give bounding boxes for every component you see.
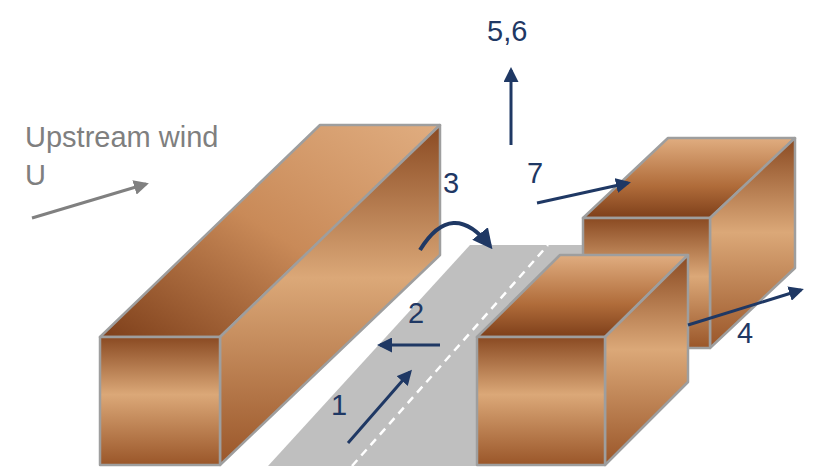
callout-number: 2 [408, 298, 424, 330]
wind-label: Upstream wind [25, 122, 218, 154]
flow-arrow-3 [420, 223, 490, 250]
flow-arrow-1 [348, 372, 410, 443]
callout-number: 7 [527, 158, 543, 190]
callout-number: 5,6 [487, 16, 527, 48]
wind-symbol: U [25, 160, 46, 192]
near-right-building [477, 255, 688, 465]
wind-arrow [32, 184, 146, 218]
flow-arrow-5-6 [510, 70, 513, 145]
callout-number: 3 [443, 168, 459, 200]
callout-number: 4 [737, 318, 753, 350]
callout-number: 1 [331, 390, 347, 422]
flow-arrow-2 [380, 344, 440, 347]
flow-arrow-7 [537, 183, 628, 203]
